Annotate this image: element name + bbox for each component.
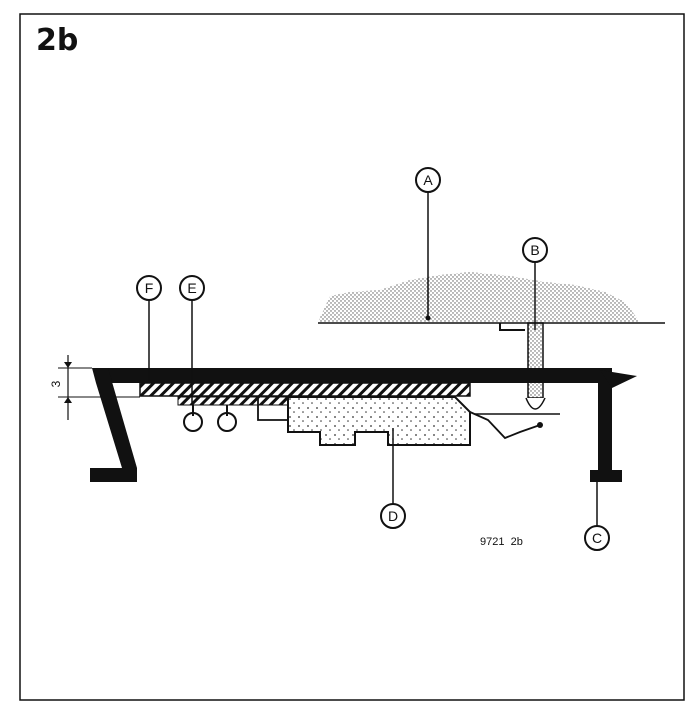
callout-c: C: [584, 525, 610, 551]
callout-f: F: [136, 275, 162, 301]
dimension-value: 3: [49, 380, 63, 387]
housing-lip: [600, 370, 637, 388]
callout-f-letter: F: [145, 280, 154, 296]
callout-a: A: [415, 167, 441, 193]
figure-reference: 9721 2b: [480, 536, 523, 548]
hatched-strip-f: [139, 382, 471, 397]
callout-d-letter: D: [388, 508, 398, 524]
callout-c-letter: C: [592, 530, 602, 546]
leader-a-dot: [425, 315, 431, 321]
mount-bracket: [499, 323, 525, 331]
figure-frame: [19, 13, 685, 701]
component-body-d: [287, 396, 471, 446]
callout-b: B: [522, 237, 548, 263]
callout-e: E: [179, 275, 205, 301]
callout-d: D: [380, 503, 406, 529]
housing-left-leg: [90, 368, 137, 482]
screw-head: [525, 397, 546, 410]
body-tab: [257, 397, 288, 421]
spring-linkage: [469, 411, 541, 440]
housing-right-leg: [590, 368, 622, 482]
dim-arrow-top: [64, 362, 72, 368]
figure-label: 2b: [36, 23, 78, 58]
housing-top-plate: [92, 368, 600, 383]
callout-e-letter: E: [187, 280, 196, 296]
screw-shaft: [527, 322, 544, 374]
connector-strip: [177, 396, 289, 406]
stippled-surface-a: [318, 272, 640, 322]
callout-a-letter: A: [423, 172, 433, 188]
callout-b-letter: B: [530, 242, 539, 258]
dim-arrow-bottom: [64, 397, 72, 403]
linkage-pivot: [537, 422, 543, 428]
